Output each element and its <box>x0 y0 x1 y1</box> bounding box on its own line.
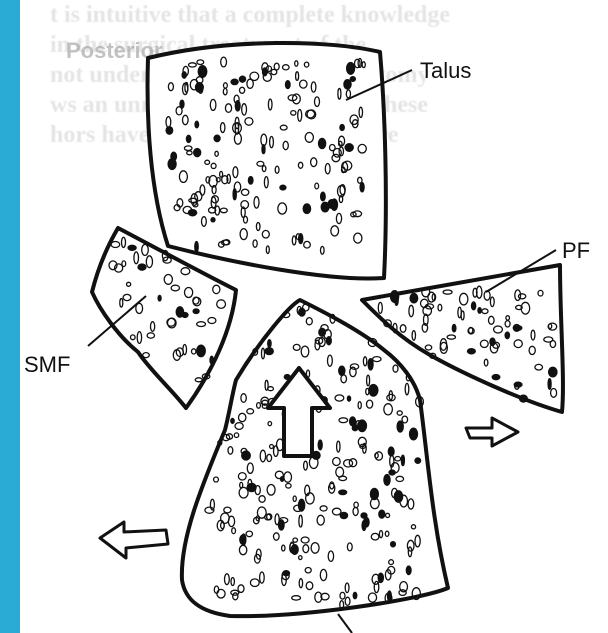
bone-stipple <box>128 245 136 250</box>
bone-stipple <box>319 138 326 148</box>
talus-label: Talus <box>420 58 471 83</box>
bone-stipple <box>211 218 215 222</box>
bone-stipple <box>361 513 367 518</box>
bone-stipple <box>353 592 357 598</box>
bone-stipple <box>195 242 198 253</box>
bone-stipple <box>347 63 355 75</box>
pf-label: PF <box>562 238 590 263</box>
bone-stipple <box>327 337 332 345</box>
bone-stipple <box>283 571 290 576</box>
bone-stipple <box>319 328 326 336</box>
bone-stipple <box>318 440 322 450</box>
bone-stipple <box>268 340 271 348</box>
bone-stipple <box>193 309 199 314</box>
bone-stipple <box>303 204 310 214</box>
bone-stipple <box>415 458 421 463</box>
bone-stipple <box>231 418 234 423</box>
bone-stipple <box>345 144 353 152</box>
bone-stipple <box>401 455 404 465</box>
bone-stipple <box>233 189 236 200</box>
bone-stipple <box>248 177 253 185</box>
bone-stipple <box>505 332 509 339</box>
bone-stipple <box>239 76 245 82</box>
bone-stipple <box>286 81 291 89</box>
bone-stipple <box>347 396 350 401</box>
bone-stipple <box>231 79 238 84</box>
bone-stipple <box>468 349 476 354</box>
bone-stipple <box>340 512 347 518</box>
bone-stipple <box>490 338 495 345</box>
bone-stipple <box>176 307 183 317</box>
bone-stipple <box>299 234 303 244</box>
bone-stipple <box>394 491 402 502</box>
bone-stipple <box>452 324 456 332</box>
bone-stipple <box>265 348 273 355</box>
bone-stipple <box>549 367 557 377</box>
left-arrow <box>100 522 168 558</box>
bone-stipple <box>406 566 411 575</box>
bone-stipple <box>196 83 204 92</box>
right-arrow <box>466 418 518 446</box>
bone-stipple <box>194 149 201 157</box>
bone-stipple <box>180 100 184 108</box>
bone-stipple <box>182 72 186 78</box>
bone-stipple <box>186 135 190 142</box>
bone-stipple <box>384 475 390 486</box>
bone-stipple <box>198 66 207 78</box>
bone-stipple <box>240 535 246 544</box>
bone-stipple <box>388 447 394 456</box>
bone-stipple <box>520 395 528 402</box>
bone-stipple <box>197 345 206 357</box>
bone-stipple <box>299 499 305 511</box>
bone-stipple <box>138 264 146 270</box>
bone-stipple <box>214 135 220 142</box>
bone-stipple <box>492 375 500 380</box>
bone-stipple <box>360 183 364 192</box>
bone-stipple <box>299 308 305 316</box>
bone-stipple <box>339 490 347 495</box>
bone-stipple <box>210 356 213 364</box>
bone-stipple <box>410 428 418 440</box>
bone-stipple <box>321 192 326 201</box>
bone-stipple <box>358 420 367 432</box>
bone-stipple <box>344 80 351 89</box>
bone-stipple <box>478 308 481 314</box>
bone-stipple <box>340 125 344 131</box>
bone-stipple <box>195 121 199 128</box>
bone-stipple <box>395 295 398 306</box>
bone-stipple <box>281 477 284 482</box>
bone-stipple <box>472 302 476 310</box>
bone-stipple <box>350 77 355 82</box>
bone-stipple <box>548 379 551 390</box>
bone-stipple <box>321 202 329 212</box>
bone-stipple <box>158 295 161 301</box>
bone-stipple <box>362 521 366 531</box>
bone-stipple <box>291 545 298 555</box>
bone-stipple <box>339 366 345 375</box>
bone-stipple <box>391 542 396 547</box>
bone-stipple <box>378 573 383 582</box>
bottom-leader <box>338 614 352 633</box>
bone-stipple <box>280 185 286 190</box>
bone-stipple <box>350 417 356 426</box>
smf-label: SMF <box>24 352 70 377</box>
bone-stipple <box>410 294 418 303</box>
bone-stipple <box>369 385 378 397</box>
bone-stipple <box>379 510 385 518</box>
bone-stipple <box>235 101 240 111</box>
bone-stipple <box>171 152 177 160</box>
